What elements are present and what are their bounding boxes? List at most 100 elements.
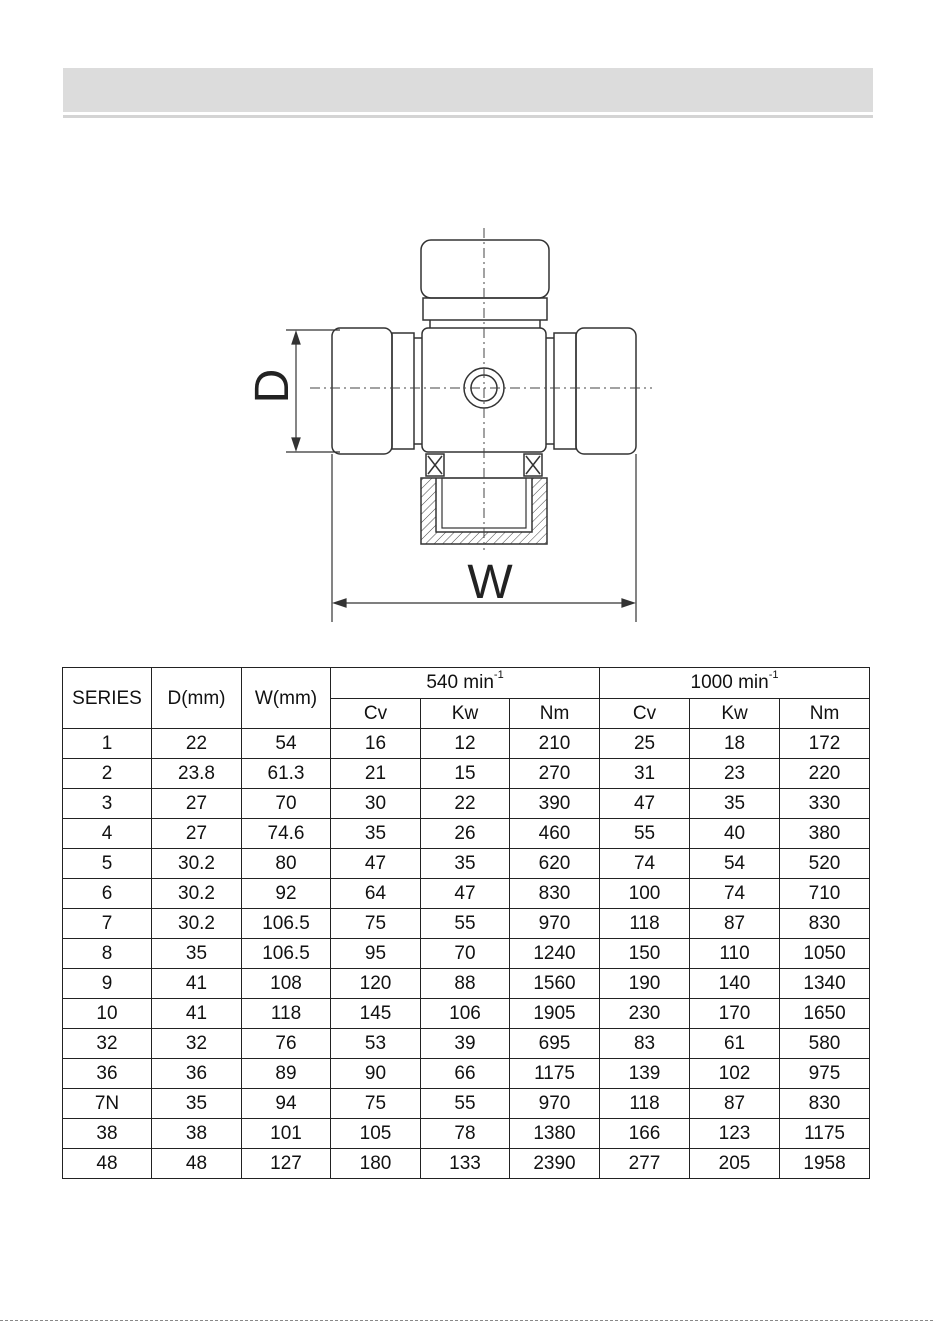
table-cell: 970 [508, 1088, 601, 1119]
table-cell: 40 [689, 818, 781, 849]
table-cell: 22 [420, 788, 510, 819]
table-cell: 47 [330, 848, 421, 879]
table-cell: 54 [689, 848, 781, 879]
table-cell: 118 [599, 1088, 691, 1119]
sub-header-kw-540: Kw [420, 697, 510, 729]
table-cell: 61.3 [241, 758, 331, 789]
table-cell: 95 [330, 938, 421, 969]
left-bearing-cap [331, 327, 393, 455]
top-bearing-cap [420, 239, 550, 299]
table-cell: 55 [420, 908, 510, 939]
table-cell: 27 [151, 788, 242, 819]
table-cell: 520 [779, 848, 871, 879]
table-cell: 172 [779, 728, 871, 759]
table-cell: 53 [330, 1028, 421, 1059]
table-cell: 710 [779, 878, 871, 909]
table-cell: 35 [689, 788, 781, 819]
table-cell: 830 [779, 1088, 871, 1119]
table-cell: 3 [62, 788, 152, 819]
table-cell: 48 [62, 1148, 152, 1179]
table-cell: 127 [241, 1148, 331, 1179]
group-header-1000-sup: -1 [768, 668, 779, 681]
table-cell: 970 [508, 908, 601, 939]
table-cell: 695 [508, 1028, 601, 1059]
table-cell: 230 [599, 998, 691, 1029]
table-cell: 118 [241, 998, 331, 1029]
left-seal [425, 453, 445, 477]
group-header-540-label: 540 min [426, 672, 494, 694]
right-seal [523, 453, 543, 477]
table-cell: 48 [151, 1148, 242, 1179]
table-cell: 330 [779, 788, 871, 819]
table-cell: 620 [508, 848, 601, 879]
table-cell: 35 [151, 938, 242, 969]
group-header-1000: 1000 min-1 [599, 667, 871, 699]
table-cell: 1050 [779, 938, 871, 969]
table-cell: 8 [62, 938, 152, 969]
sub-header-cv-540: Cv [330, 697, 421, 729]
table-cell: 139 [599, 1058, 691, 1089]
table-cell: 120 [330, 968, 421, 999]
table-cell: 150 [599, 938, 691, 969]
table-cell: 180 [330, 1148, 421, 1179]
table-cell: 55 [420, 1088, 510, 1119]
table-cell: 5 [62, 848, 152, 879]
table-cell: 38 [151, 1118, 242, 1149]
col-header-w: W(mm) [241, 667, 331, 729]
table-cell: 16 [330, 728, 421, 759]
table-cell: 47 [420, 878, 510, 909]
table-cell: 47 [599, 788, 691, 819]
right-bearing-cup [553, 332, 577, 450]
table-cell: 70 [420, 938, 510, 969]
table-cell: 39 [420, 1028, 510, 1059]
table-cell: 78 [420, 1118, 510, 1149]
table-cell: 106 [420, 998, 510, 1029]
table-cell: 41 [151, 998, 242, 1029]
right-bearing-cap [575, 327, 637, 455]
table-cell: 190 [599, 968, 691, 999]
table-cell: 30.2 [151, 878, 242, 909]
table-cell: 1905 [508, 998, 601, 1029]
table-cell: 27 [151, 818, 242, 849]
table-cell: 1650 [779, 998, 871, 1029]
table-cell: 87 [689, 1088, 781, 1119]
table-cell: 2390 [508, 1148, 601, 1179]
table-cell: 36 [62, 1058, 152, 1089]
table-cell: 35 [151, 1088, 242, 1119]
table-cell: 87 [689, 908, 781, 939]
table-cell: 9 [62, 968, 152, 999]
table-cell: 75 [330, 908, 421, 939]
col-header-series: SERIES [62, 667, 152, 729]
table-cell: 6 [62, 878, 152, 909]
table-cell: 23 [689, 758, 781, 789]
table-cell: 35 [330, 818, 421, 849]
table-cell: 88 [420, 968, 510, 999]
dimension-label-d: D [246, 369, 299, 404]
sub-header-nm-1000: Nm [779, 697, 871, 729]
top-bearing-cup [422, 297, 548, 321]
table-cell: 74.6 [241, 818, 331, 849]
group-header-540: 540 min-1 [329, 667, 601, 699]
group-header-1000-label: 1000 min [690, 672, 769, 694]
table-cell: 31 [599, 758, 691, 789]
table-cell: 277 [599, 1148, 691, 1179]
table-cell: 830 [779, 908, 871, 939]
specification-table: SERIES D(mm) W(mm) 540 min-1 1000 min-1 … [62, 667, 871, 1179]
table-cell: 55 [599, 818, 691, 849]
sub-header-cv-1000: Cv [599, 697, 691, 729]
table-cell: 74 [599, 848, 691, 879]
table-cell: 7N [62, 1088, 152, 1119]
table-cell: 30.2 [151, 908, 242, 939]
header-row-2: Cv Kw Nm Cv Kw Nm [63, 697, 871, 729]
table-cell: 12 [420, 728, 510, 759]
table-cell: 15 [420, 758, 510, 789]
left-bearing-cup [391, 332, 415, 450]
